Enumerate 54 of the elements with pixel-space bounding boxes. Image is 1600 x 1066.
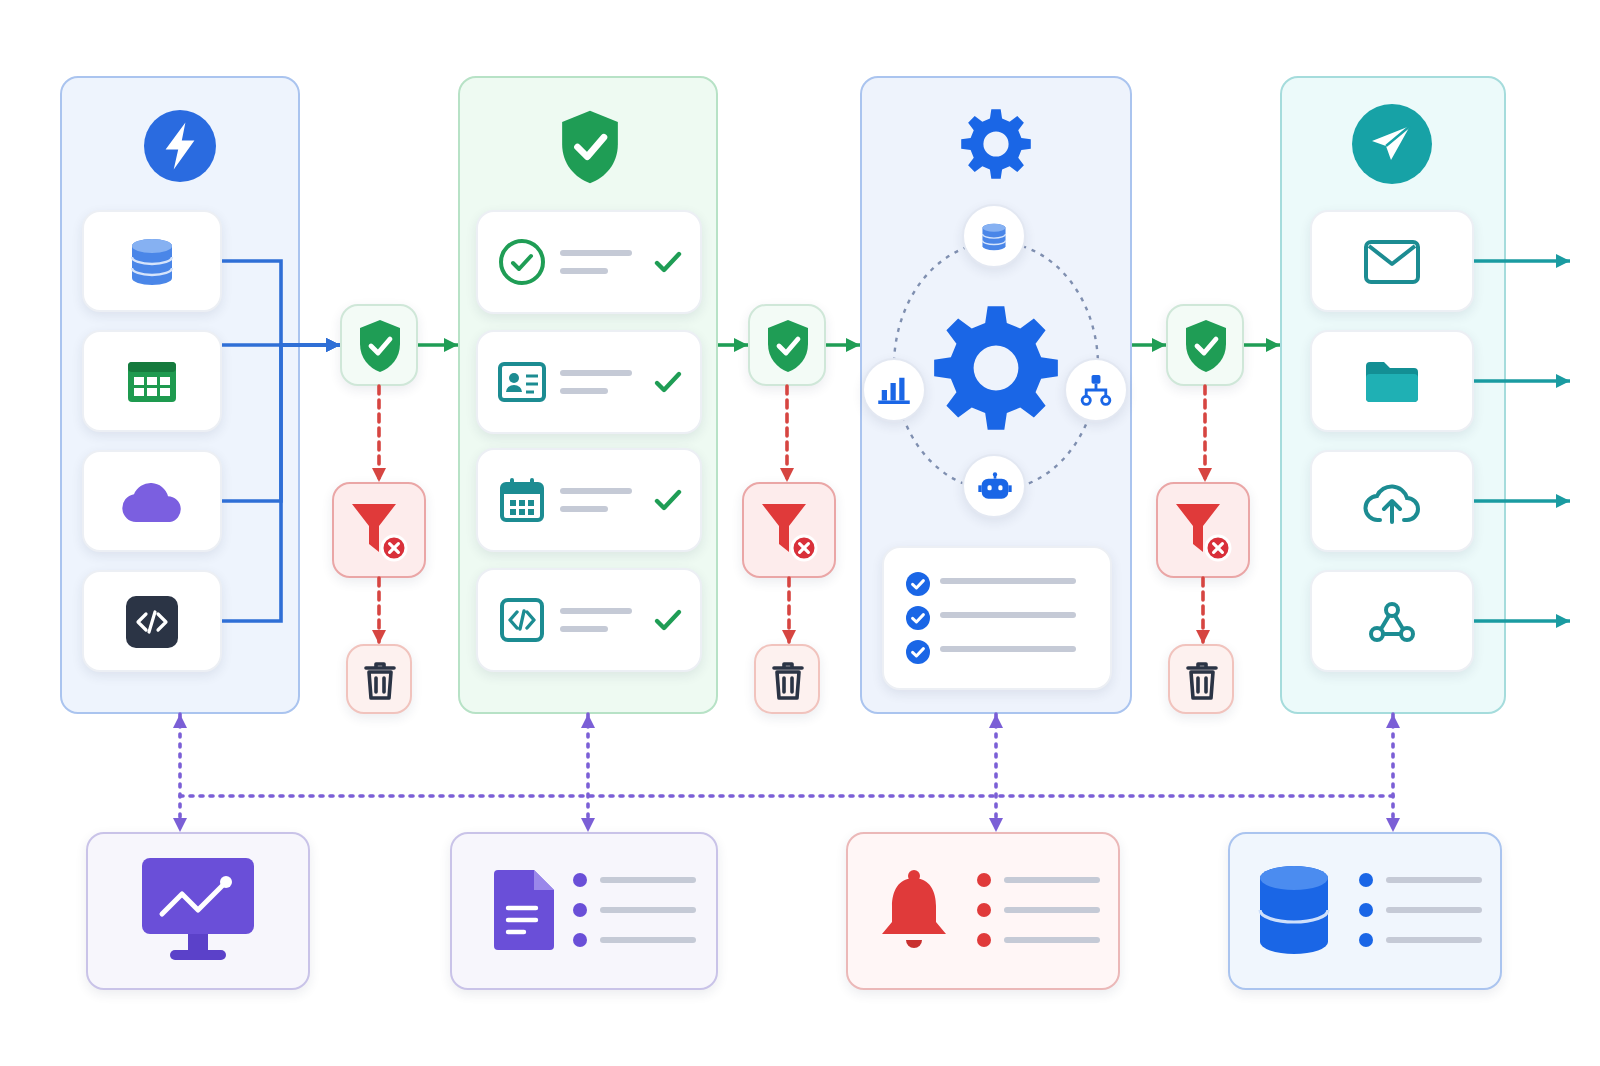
arrow [418,338,458,352]
stage-panel [60,76,300,714]
stage-panel [458,76,718,714]
output-card [1310,570,1474,672]
dashed-arrow [1196,576,1210,646]
stage-panel [860,76,1132,714]
dashed-double-arrow [1386,712,1400,834]
arrow [1132,338,1166,352]
output-card [1310,450,1474,552]
dashed-arrow [782,576,796,646]
trash-card [1168,644,1234,714]
icon-circle [962,454,1026,518]
source-card [82,570,222,672]
arrow [826,338,860,352]
dashed-arrow [1198,384,1212,484]
output-card [1310,330,1474,432]
source-card [82,450,222,552]
icon-circle [1064,358,1128,422]
source-card [82,330,222,432]
dashed-arrow [372,384,386,484]
dashed-double-arrow [989,712,1003,834]
arrow [222,338,340,623]
storage-card [1228,832,1502,990]
icon-circle [862,358,926,422]
check-item-card [476,568,702,672]
check-item-card [476,330,702,434]
checkpoint-card [1166,304,1244,386]
arrow [1474,494,1570,508]
output-card [1310,210,1474,312]
check-item-card [476,448,702,552]
dashed-arrow [372,576,386,646]
arrow [718,338,748,352]
dashed-double-arrow [581,712,595,834]
filter-card [332,482,426,578]
checkpoint-card [340,304,418,386]
arrow [1244,338,1280,352]
filter-card [742,482,836,578]
arrow [1474,614,1570,628]
check-item-card [476,210,702,314]
alert-card [846,832,1120,990]
source-card [82,210,222,312]
filter-card [1156,482,1250,578]
checkpoint-card [748,304,826,386]
trash-card [346,644,412,714]
document-card [450,832,718,990]
monitor-card [86,832,310,990]
trash-card [754,644,820,714]
checklist-card [882,546,1112,690]
dashed-double-arrow [173,712,187,834]
arrow [1474,254,1570,268]
icon-circle [962,204,1026,268]
dashed-arrow [780,384,794,484]
stage-panel [1280,76,1506,714]
arrow [1474,374,1570,388]
